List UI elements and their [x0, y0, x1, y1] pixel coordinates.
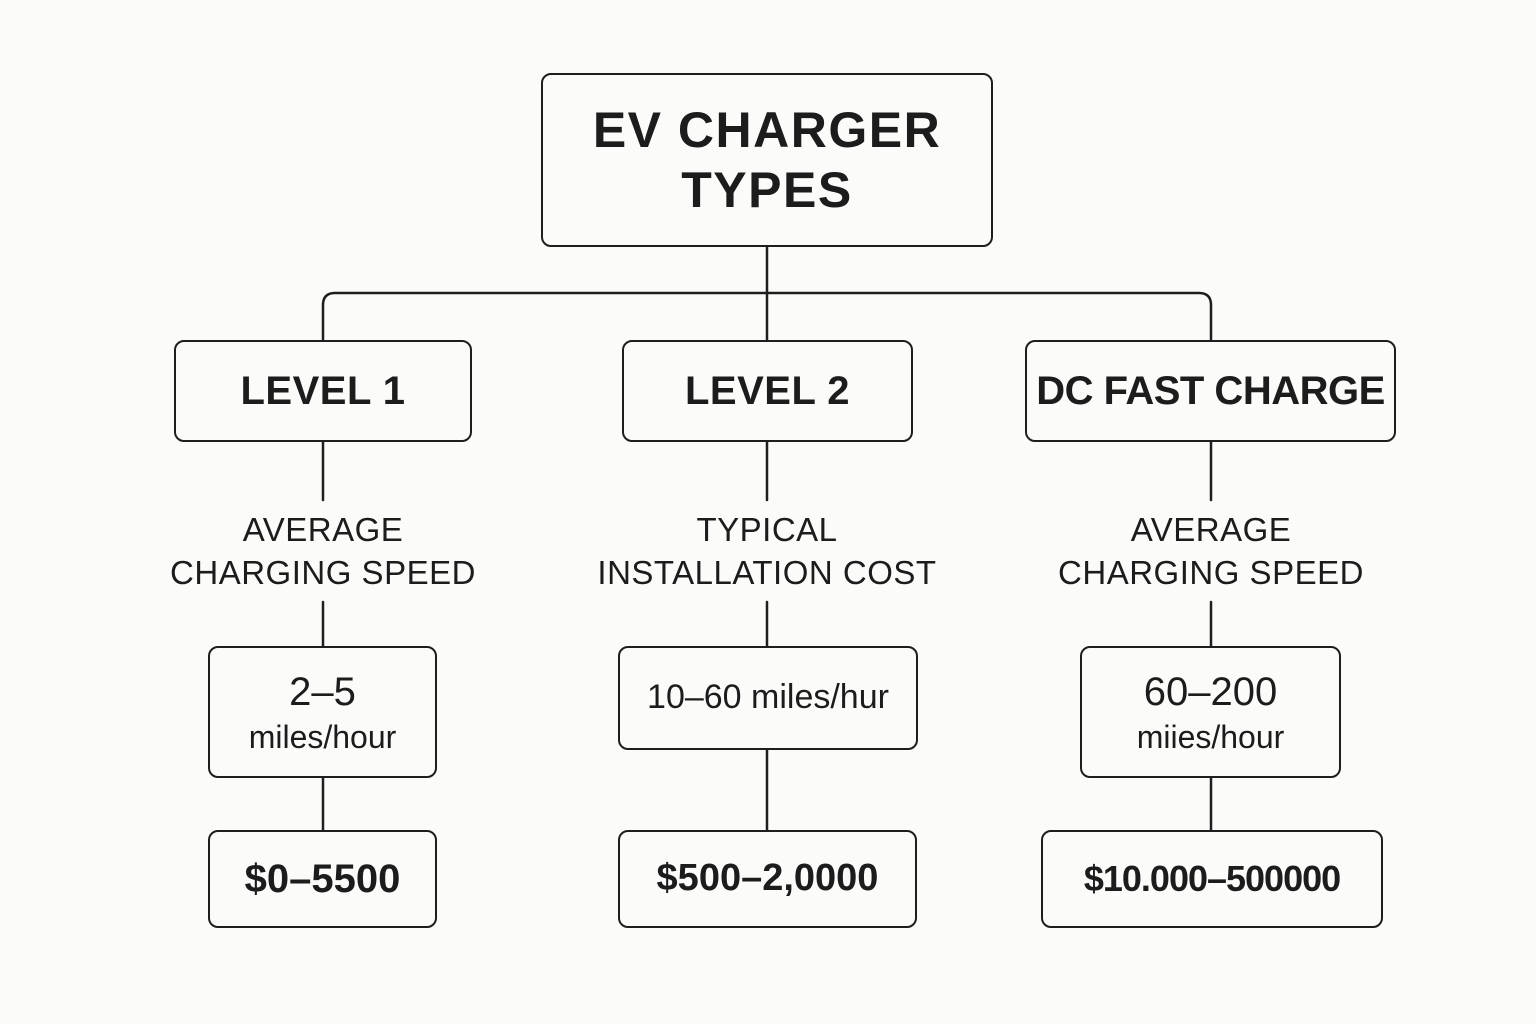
level-2-node: LEVEL 2	[622, 340, 913, 442]
dc-fast-speed-unit: miies/hour	[1136, 718, 1285, 755]
level-2-metric-line1: TYPICAL	[696, 511, 838, 548]
dc-fast-speed-value: 60–200	[1143, 669, 1278, 714]
level-1-speed-node: 2–5 miles/hour	[208, 646, 437, 778]
level-2-cost-node: $500–2,0000	[618, 830, 917, 928]
level-1-metric-line1: AVERAGE	[242, 511, 404, 548]
level-1-speed-unit: miles/hour	[248, 718, 397, 755]
level-1-label: LEVEL 1	[240, 369, 406, 413]
dc-fast-metric-label: AVERAGE CHARGING SPEED	[1036, 508, 1386, 594]
root-title-line2: TYPES	[681, 162, 853, 218]
level-1-cost-node: $0–5500	[208, 830, 437, 928]
dc-fast-metric-line2: CHARGING SPEED	[1058, 554, 1364, 591]
level-1-metric-label: AVERAGE CHARGING SPEED	[143, 508, 503, 594]
dc-fast-cost-value: $10.000–500000	[1083, 858, 1341, 900]
level-2-cost-value: $500–2,0000	[656, 857, 879, 900]
level-1-cost-value: $0–5500	[244, 857, 401, 901]
connector-bus	[321, 291, 1213, 342]
dc-fast-metric-line1: AVERAGE	[1130, 511, 1292, 548]
root-title-line1: EV CHARGER	[592, 102, 942, 158]
dc-fast-speed-node: 60–200 miies/hour	[1080, 646, 1341, 778]
root-node: EV CHARGER TYPES	[541, 73, 993, 247]
level-1-metric-line2: CHARGING SPEED	[170, 554, 476, 591]
level-2-metric-label: TYPICAL INSTALLATION COST	[572, 508, 962, 594]
level-1-node: LEVEL 1	[174, 340, 472, 442]
level-2-speed-value: 10–60 miles/hur	[647, 678, 889, 717]
dc-fast-cost-node: $10.000–500000	[1041, 830, 1383, 928]
dc-fast-charge-node: DC FAST CHARGE	[1025, 340, 1396, 442]
dc-fast-charge-label: DC FAST CHARGE	[1036, 369, 1385, 413]
level-1-speed-value: 2–5	[289, 669, 356, 714]
level-2-label: LEVEL 2	[684, 369, 851, 413]
level-2-metric-line2: INSTALLATION COST	[597, 554, 937, 591]
level-2-speed-node: 10–60 miles/hur	[618, 646, 918, 750]
